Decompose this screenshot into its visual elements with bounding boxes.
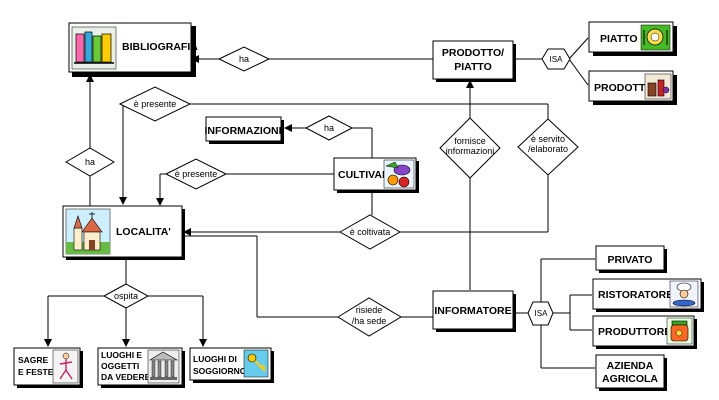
relationship-ospita[interactable]: ospita — [102, 283, 150, 309]
entity-sagre-feste-line1: SAGRE — [18, 355, 49, 365]
entity-azienda-agricola[interactable]: AZIENDA AGRICOLA — [595, 354, 667, 391]
entity-privato-label: PRIVATO — [608, 254, 653, 266]
entity-localita[interactable]: LOCALITA' — [62, 205, 185, 260]
relationship-risiede[interactable]: risiede /ha sede — [337, 297, 402, 337]
entity-prodotto-piatto-line2: PIATTO — [454, 61, 492, 73]
arrowheads — [44, 55, 474, 347]
entity-luoghi-oggetti-line1: LUOGHI E — [101, 350, 142, 360]
relationship-ha-localita[interactable]: ha — [65, 147, 115, 177]
isa-informatore[interactable]: ISA — [527, 301, 554, 326]
entity-bibliografia-label: BIBLIOGRAFIA — [122, 41, 198, 53]
entity-luoghi-oggetti-line2: OGGETTI — [101, 361, 139, 371]
relationship-e-servito-line2: /elaborato — [528, 144, 568, 154]
fruits-icon — [383, 159, 415, 189]
relationship-fornisce-informazioni-line1: fornisce — [454, 136, 486, 146]
relationship-ha-informazioni-label: ha — [324, 123, 334, 133]
chef-icon — [669, 280, 699, 308]
jar-icon — [666, 317, 693, 345]
entity-informazioni[interactable]: INFORMAZIONI — [205, 116, 285, 144]
entity-sagre-feste-line2: E FESTE — [18, 367, 54, 377]
entity-sagre-feste[interactable]: SAGRE E FESTE — [13, 347, 83, 388]
entity-piatto-label: PIATTO — [600, 33, 638, 45]
temple-icon — [147, 349, 180, 384]
church-icon — [65, 208, 111, 255]
plate-icon — [640, 24, 671, 51]
entity-ristoratore-label: RISTORATORE — [598, 289, 673, 301]
entity-prodotto[interactable]: PRODOTTO — [588, 70, 677, 105]
relationship-risiede-line2: /ha sede — [352, 316, 387, 326]
relationship-e-presente-cultivar[interactable]: è presente — [164, 158, 228, 190]
entity-prodotto-piatto[interactable]: PRODOTTO/ PIATTO — [432, 40, 516, 82]
entity-luoghi-soggiorno[interactable]: LUOGHI DI SOGGIORNO — [189, 347, 274, 383]
books-icon — [71, 26, 117, 70]
entity-azienda-agricola-line2: AGRICOLA — [602, 373, 658, 385]
relationship-e-presente-cultivar-label: è presente — [175, 169, 218, 179]
relationship-e-servito[interactable]: è servito /elaborato — [517, 118, 579, 176]
relationship-e-presente-top[interactable]: è presente — [118, 86, 192, 122]
relationship-ospita-label: ospita — [114, 291, 138, 301]
entity-azienda-agricola-line1: AZIENDA — [607, 360, 654, 372]
food-products-icon — [644, 73, 672, 100]
entity-cultivar-label: CULTIVAR — [338, 169, 390, 181]
entity-produttore-label: PRODUTTORE — [598, 326, 671, 338]
isa-informatore-label: ISA — [535, 309, 549, 318]
entity-luoghi-soggiorno-line1: LUOGHI DI — [193, 354, 237, 364]
entity-prodotto-piatto-line1: PRODOTTO/ — [442, 47, 504, 59]
entity-privato[interactable]: PRIVATO — [595, 245, 667, 273]
relationship-e-coltivata-label: è coltivata — [350, 227, 391, 237]
relationship-e-coltivata[interactable]: è coltivata — [338, 214, 402, 250]
entity-luoghi-soggiorno-line2: SOGGIORNO — [193, 366, 247, 376]
relationship-ha-informazioni[interactable]: ha — [304, 115, 354, 141]
entity-ristoratore[interactable]: RISTORATORE — [592, 278, 704, 312]
relationship-fornisce-informazioni[interactable]: fornisce informazioni — [439, 117, 501, 179]
relationship-ha-localita-label: ha — [85, 157, 95, 167]
relationship-e-presente-top-label: è presente — [134, 99, 177, 109]
key-icon — [243, 349, 269, 378]
connector-lines — [47, 37, 595, 369]
relationship-ha-bibliografia[interactable]: ha — [217, 46, 271, 72]
entity-prodotto-label: PRODOTTO — [594, 82, 653, 94]
dancer-icon — [52, 349, 79, 384]
entity-produttore[interactable]: PRODUTTORE — [592, 315, 697, 349]
relationship-e-servito-line1: è servito — [531, 134, 565, 144]
relationship-ha-bibliografia-label: ha — [239, 54, 249, 64]
relationship-risiede-line1: risiede — [356, 305, 383, 315]
isa-prodotto-piatto[interactable]: ISA — [541, 48, 571, 70]
entity-localita-label: LOCALITA' — [116, 226, 171, 238]
entity-piatto[interactable]: PIATTO — [588, 21, 677, 56]
entity-informazioni-label: INFORMAZIONI — [205, 125, 282, 137]
entity-bibliografia[interactable]: BIBLIOGRAFIA — [68, 22, 198, 77]
entity-cultivar[interactable]: CULTIVAR — [333, 157, 419, 193]
entity-luoghi-oggetti-line3: DA VEDERE — [101, 372, 151, 382]
entity-informatore[interactable]: INFORMATORE — [432, 290, 516, 332]
relationship-fornisce-informazioni-line2: informazioni — [446, 146, 495, 156]
isa-prodotto-piatto-label: ISA — [550, 55, 564, 64]
entity-luoghi-oggetti[interactable]: LUOGHI E OGGETTI DA VEDERE — [97, 347, 185, 388]
entity-informatore-label: INFORMATORE — [434, 305, 511, 317]
